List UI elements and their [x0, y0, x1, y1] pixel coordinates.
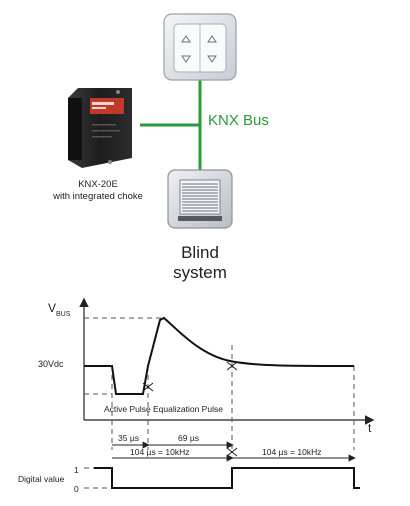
digital-value-trace [94, 467, 360, 489]
level-30vdc-label: 30Vdc [38, 359, 64, 369]
v-axis-sub-label: BUS [56, 311, 71, 318]
wall-switch [163, 13, 237, 81]
digital-zero-label: 0 [74, 484, 79, 494]
active-pulse-label: Active Pulse [104, 404, 151, 414]
dim-104us-label-2: 104 µs = 10kHz [262, 447, 321, 457]
psu-note-label: with integrated choke [52, 191, 143, 202]
psu-model-label: KNX-20E [78, 179, 118, 190]
knx-bus-label: KNX Bus [208, 112, 269, 129]
knx-bus-lines [140, 76, 202, 170]
dim-35us-label: 35 µs [118, 433, 139, 443]
down-arrow-icon [181, 55, 217, 63]
bus-voltage-trace [84, 316, 355, 395]
equalization-pulse-label: Equalization Pulse [153, 404, 223, 414]
v-axis-label: V [48, 301, 56, 315]
power-supply-unit [68, 88, 132, 168]
blind-label-line2: system [173, 263, 227, 282]
dim-104us-label-1: 104 µs = 10kHz [130, 447, 189, 457]
blind-label-line1: Blind [181, 243, 219, 262]
digital-one-label: 1 [74, 465, 79, 475]
t-axis-label: t [368, 421, 372, 435]
blind-actuator [167, 169, 233, 229]
waveform-chart: V BUS t 30Vdc Active Pulse Equalization … [38, 297, 375, 462]
dim-69us-label: 69 µs [178, 433, 199, 443]
up-arrow-icon [181, 35, 217, 43]
digital-value-chart: Digital value 1 0 [18, 465, 360, 494]
digital-value-label: Digital value [18, 474, 65, 484]
